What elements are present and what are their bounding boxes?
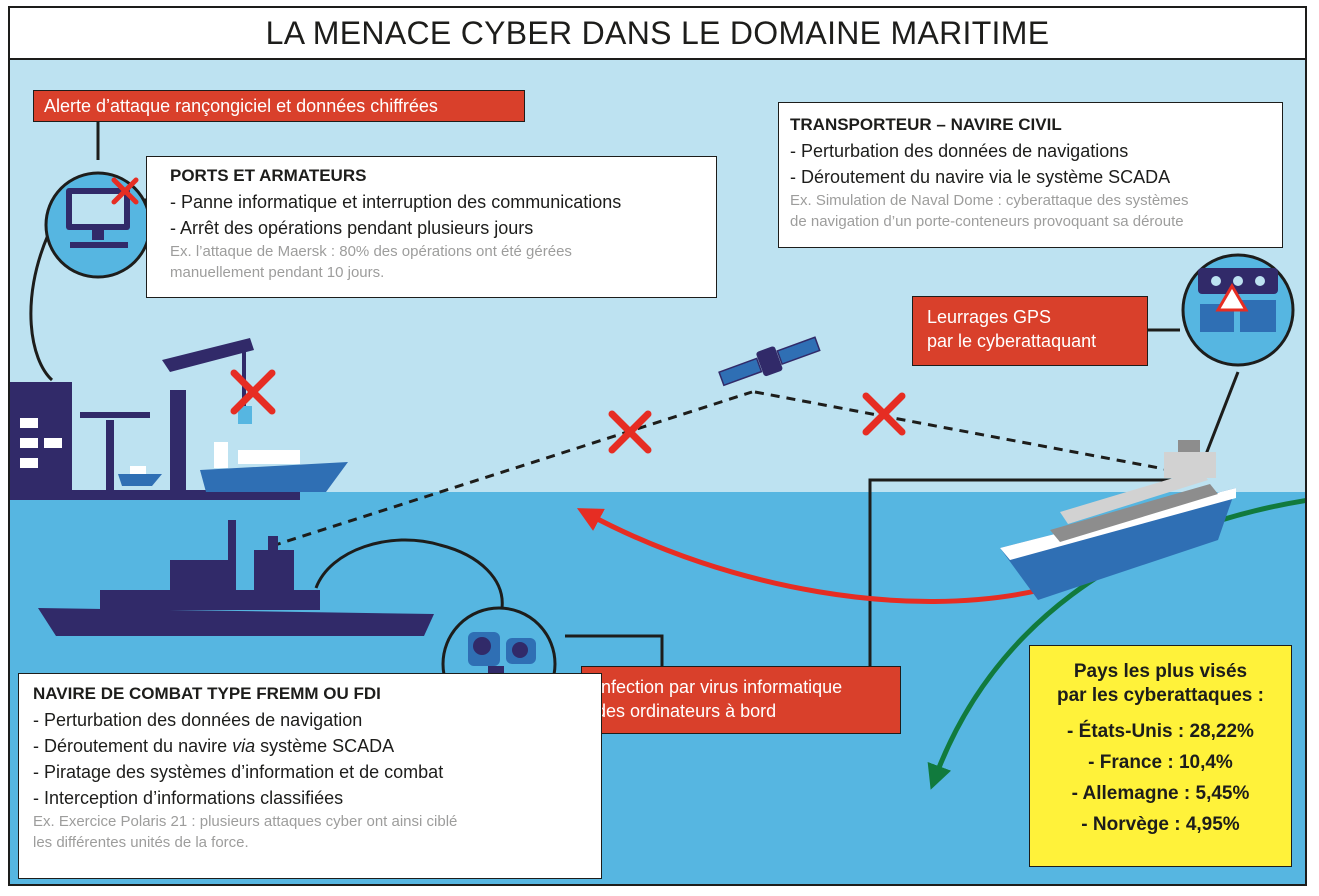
combat-item: - Piratage des systèmes d’information et… — [33, 762, 444, 782]
satellite-icon — [718, 336, 821, 387]
transporteur-example: Ex. Simulation de Naval Dome : cyberatta… — [790, 192, 1189, 209]
infographic-frame: LA MENACE CYBER DANS LE DOMAINE MARITIME — [8, 6, 1307, 886]
warehouse-icon — [10, 382, 72, 500]
stats-title: Pays les plus visés — [1073, 661, 1248, 682]
ransomware-alert-text: Alerte d’attaque rançongiciel et données… — [44, 96, 438, 116]
cross-mark-icon — [608, 410, 652, 454]
combat-ship-info-box: NAVIRE DE COMBAT TYPE FREMM OU FDI - Per… — [18, 673, 602, 879]
page-title: LA MENACE CYBER DANS LE DOMAINE MARITIME — [265, 15, 1050, 51]
transporteur-item: - Déroutement du navire via le système S… — [790, 167, 1171, 187]
cargo-route-arrow — [927, 498, 1305, 790]
country-stat-row: - Norvège : 4,95% — [1081, 814, 1240, 835]
virus-arrow — [576, 508, 1041, 604]
warship-icon — [38, 520, 434, 636]
gps-spoofing-tag: Leurrages GPS par le cyberattaquant — [912, 296, 1148, 366]
transporteur-item: - Perturbation des données de navigation… — [790, 141, 1129, 161]
office-computer-icon — [44, 171, 152, 279]
virus-tag-line: des ordinateurs à bord — [596, 701, 777, 721]
connector-virus-cargo — [868, 478, 1180, 672]
cargo-ship-icon — [1000, 440, 1236, 600]
ship-bridge-icon — [1181, 253, 1295, 367]
connector-virus-camera — [565, 634, 664, 666]
gps-tag-line: Leurrages GPS — [927, 307, 1052, 327]
country-stat-row: - États-Unis : 28,22% — [1067, 721, 1254, 742]
ransomware-alert-tag: Alerte d’attaque rançongiciel et données… — [33, 90, 525, 122]
container-ship-icon — [200, 442, 348, 492]
combat-item: - Perturbation des données de navigation — [33, 710, 363, 730]
ports-item: - Arrêt des opérations pendant plusieurs… — [170, 218, 534, 238]
cross-mark-icon — [230, 369, 276, 415]
virus-tag-line: Infection par virus informatique — [596, 677, 843, 697]
port-facility — [10, 338, 348, 500]
satellite-link-cargo — [754, 390, 1171, 472]
combat-item: - Interception d’informations classifiée… — [33, 788, 344, 808]
virus-infection-tag: Infection par virus informatique des ord… — [581, 666, 901, 734]
yacht-icon — [118, 466, 162, 486]
combat-example: Ex. Exercice Polaris 21 : plusieurs atta… — [33, 813, 458, 830]
combat-heading: NAVIRE DE COMBAT TYPE FREMM OU FDI — [33, 684, 381, 703]
connector-warship — [314, 538, 504, 609]
connector-port — [29, 234, 54, 382]
transporteur-heading: TRANSPORTEUR – NAVIRE CIVIL — [790, 115, 1062, 134]
transporteur-example: de navigation d’un porte-conteneurs prov… — [790, 213, 1184, 230]
warning-triangle-icon — [1215, 283, 1249, 312]
stats-title: par les cyberattaques : — [1057, 685, 1264, 706]
combat-example: les différentes unités de la force. — [33, 834, 249, 851]
cross-mark-icon — [862, 392, 906, 436]
ports-info-box: PORTS ET ARMATEURS - Panne informatique … — [146, 156, 717, 298]
ports-item: - Panne informatique et interruption des… — [170, 192, 622, 212]
ports-heading: PORTS ET ARMATEURS — [170, 166, 367, 185]
country-stat-row: - Allemagne : 5,45% — [1071, 783, 1250, 804]
ports-example: Ex. l’attaque de Maersk : 80% des opérat… — [170, 243, 572, 260]
maritime-scene: Alerte d’attaque rançongiciel et données… — [10, 60, 1305, 884]
combat-item: - Déroutement du navire via système SCAD… — [33, 736, 395, 756]
most-targeted-countries-box: Pays les plus visés par les cyberattaque… — [1029, 645, 1292, 867]
gps-tag-line: par le cyberattaquant — [927, 331, 1097, 351]
transporteur-info-box: TRANSPORTEUR – NAVIRE CIVIL - Perturbati… — [778, 102, 1283, 248]
title-bar: LA MENACE CYBER DANS LE DOMAINE MARITIME — [10, 8, 1305, 60]
country-stat-row: - France : 10,4% — [1088, 752, 1233, 773]
port-crane-icon — [80, 338, 254, 490]
ports-example: manuellement pendant 10 jours. — [170, 264, 385, 281]
satellite-link-warship — [271, 390, 753, 548]
